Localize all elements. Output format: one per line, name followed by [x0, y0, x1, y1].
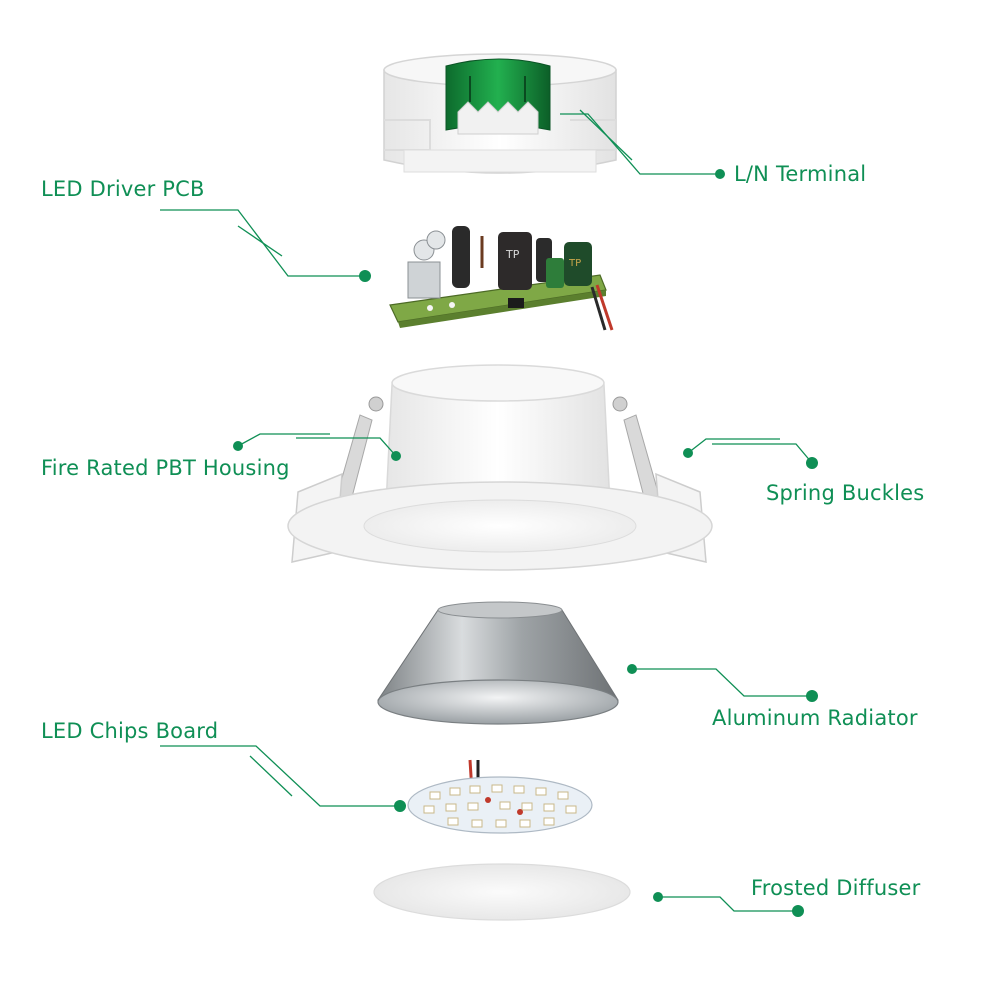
dot-housing-a — [233, 441, 243, 451]
dot-spring-b — [806, 457, 818, 469]
leader-ln-terminal — [560, 113, 720, 175]
dot-led-chips-board — [394, 800, 406, 812]
dot-radiator-a — [627, 664, 637, 674]
leader-spring-buckles — [687, 438, 780, 454]
dot-led-driver-pcb — [359, 270, 371, 282]
capacitor-marking-2: TP — [568, 258, 581, 269]
leader-led-driver-pcb-b — [237, 225, 283, 257]
dot-diffuser-b — [792, 905, 804, 917]
l-n-terminal-block — [383, 53, 617, 174]
leader-housing — [237, 433, 330, 447]
leader-led-chips-board-b — [249, 755, 293, 797]
dot-radiator-b — [806, 690, 818, 702]
leader-frosted-diffuser — [658, 896, 798, 912]
led-driver-pcb: TP TP — [389, 226, 614, 331]
led-chips-board-label: LED Chips Board — [41, 719, 219, 743]
frosted-diffuser — [373, 863, 631, 921]
frosted-diffuser-label: Frosted Diffuser — [751, 876, 921, 900]
fire-rated-housing-label: Fire Rated PBT Housing — [41, 456, 290, 480]
spring-buckles-label: Spring Buckles — [766, 481, 925, 505]
leader-led-chips-board — [160, 745, 400, 807]
dot-ln-terminal — [715, 169, 725, 179]
led-driver-pcb-label: LED Driver PCB — [41, 177, 205, 201]
leader-housing-b — [296, 437, 397, 457]
dot-housing-b — [391, 451, 401, 461]
leader-ln-terminal-b — [579, 109, 633, 161]
led-chips-board — [407, 759, 593, 834]
fire-rated-pbt-housing — [287, 364, 713, 571]
ln-terminal-label: L/N Terminal — [734, 162, 867, 186]
aluminum-radiator — [377, 601, 619, 725]
aluminum-radiator-label: Aluminum Radiator — [712, 706, 918, 730]
capacitor-marking: TP — [505, 248, 520, 261]
leader-aluminum-radiator — [632, 668, 812, 697]
callout-leaders — [160, 109, 818, 917]
dot-diffuser-a — [653, 892, 663, 902]
dot-spring-a — [683, 448, 693, 458]
leader-spring-buckles-b — [712, 443, 813, 464]
